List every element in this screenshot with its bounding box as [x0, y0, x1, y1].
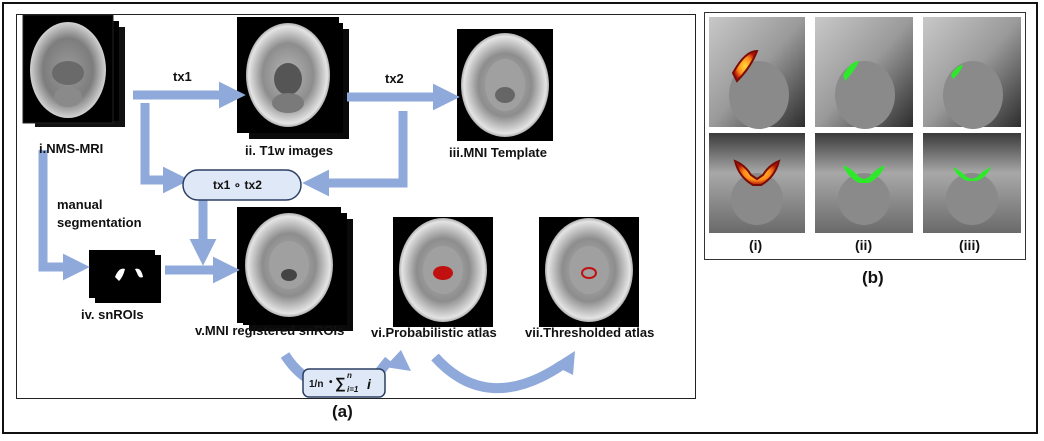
caption-b: (b): [862, 268, 884, 287]
label-compose: tx1 ∘ tx2: [213, 178, 262, 192]
sagittal-i: [709, 17, 805, 129]
label-tx1: tx1: [173, 69, 192, 84]
probabilistic-atlas-image: [393, 217, 493, 327]
mni-registered-image: [237, 207, 353, 331]
sagittal-ii: [815, 17, 913, 129]
snrois-image: [89, 250, 161, 303]
label-prob-atlas: vi.Probabilistic atlas: [371, 325, 497, 340]
coronal-i: [709, 133, 805, 233]
arrow-tx1-to-compose: [140, 103, 190, 194]
thresholded-atlas-image: [539, 217, 639, 327]
label-nms-mri: i.NMS-MRI: [39, 141, 104, 156]
coronal-ii: [815, 133, 913, 233]
label-t1w: ii. T1w images: [245, 143, 334, 158]
label-manual: manual: [57, 197, 103, 212]
label-tx2: tx2: [385, 71, 404, 86]
sagittal-iii: [923, 17, 1021, 129]
panel-b-grid: [709, 17, 1021, 233]
label-segmentation: segmentation: [57, 215, 142, 230]
caption-a: (a): [332, 402, 353, 421]
panel-a: i.NMS-MRI ii. T1w images iii.MNI Templat…: [16, 14, 696, 399]
label-thresh-atlas: vii.Thresholded atlas: [525, 325, 655, 340]
formula: 1/n • ∑ n i=1 i: [309, 371, 371, 394]
column-label-i: (i): [749, 237, 763, 253]
label-snrois: iv. snROIs: [81, 307, 144, 322]
column-label-ii: (ii): [855, 237, 873, 253]
coronal-iii: [923, 133, 1021, 233]
arrow-tx2-to-compose: [302, 111, 408, 197]
label-mni-registered: v.MNI registered snROIs: [195, 323, 345, 338]
t1w-image: [237, 17, 349, 139]
formula-box: [302, 368, 386, 398]
pipeline-arrows: [38, 81, 460, 284]
pipeline-diagram: [22, 15, 639, 398]
column-label-iii: (iii): [959, 237, 980, 253]
mni-template-image: [457, 29, 553, 141]
arrow-manual-segmentation: [38, 150, 90, 281]
compose-node: [182, 169, 302, 201]
nms-mri-image: [22, 15, 125, 127]
label-mni-template: iii.MNI Template: [449, 145, 547, 160]
panel-b: (i) (ii) (iii): [704, 12, 1026, 260]
arrow-curve-right: [431, 353, 565, 394]
